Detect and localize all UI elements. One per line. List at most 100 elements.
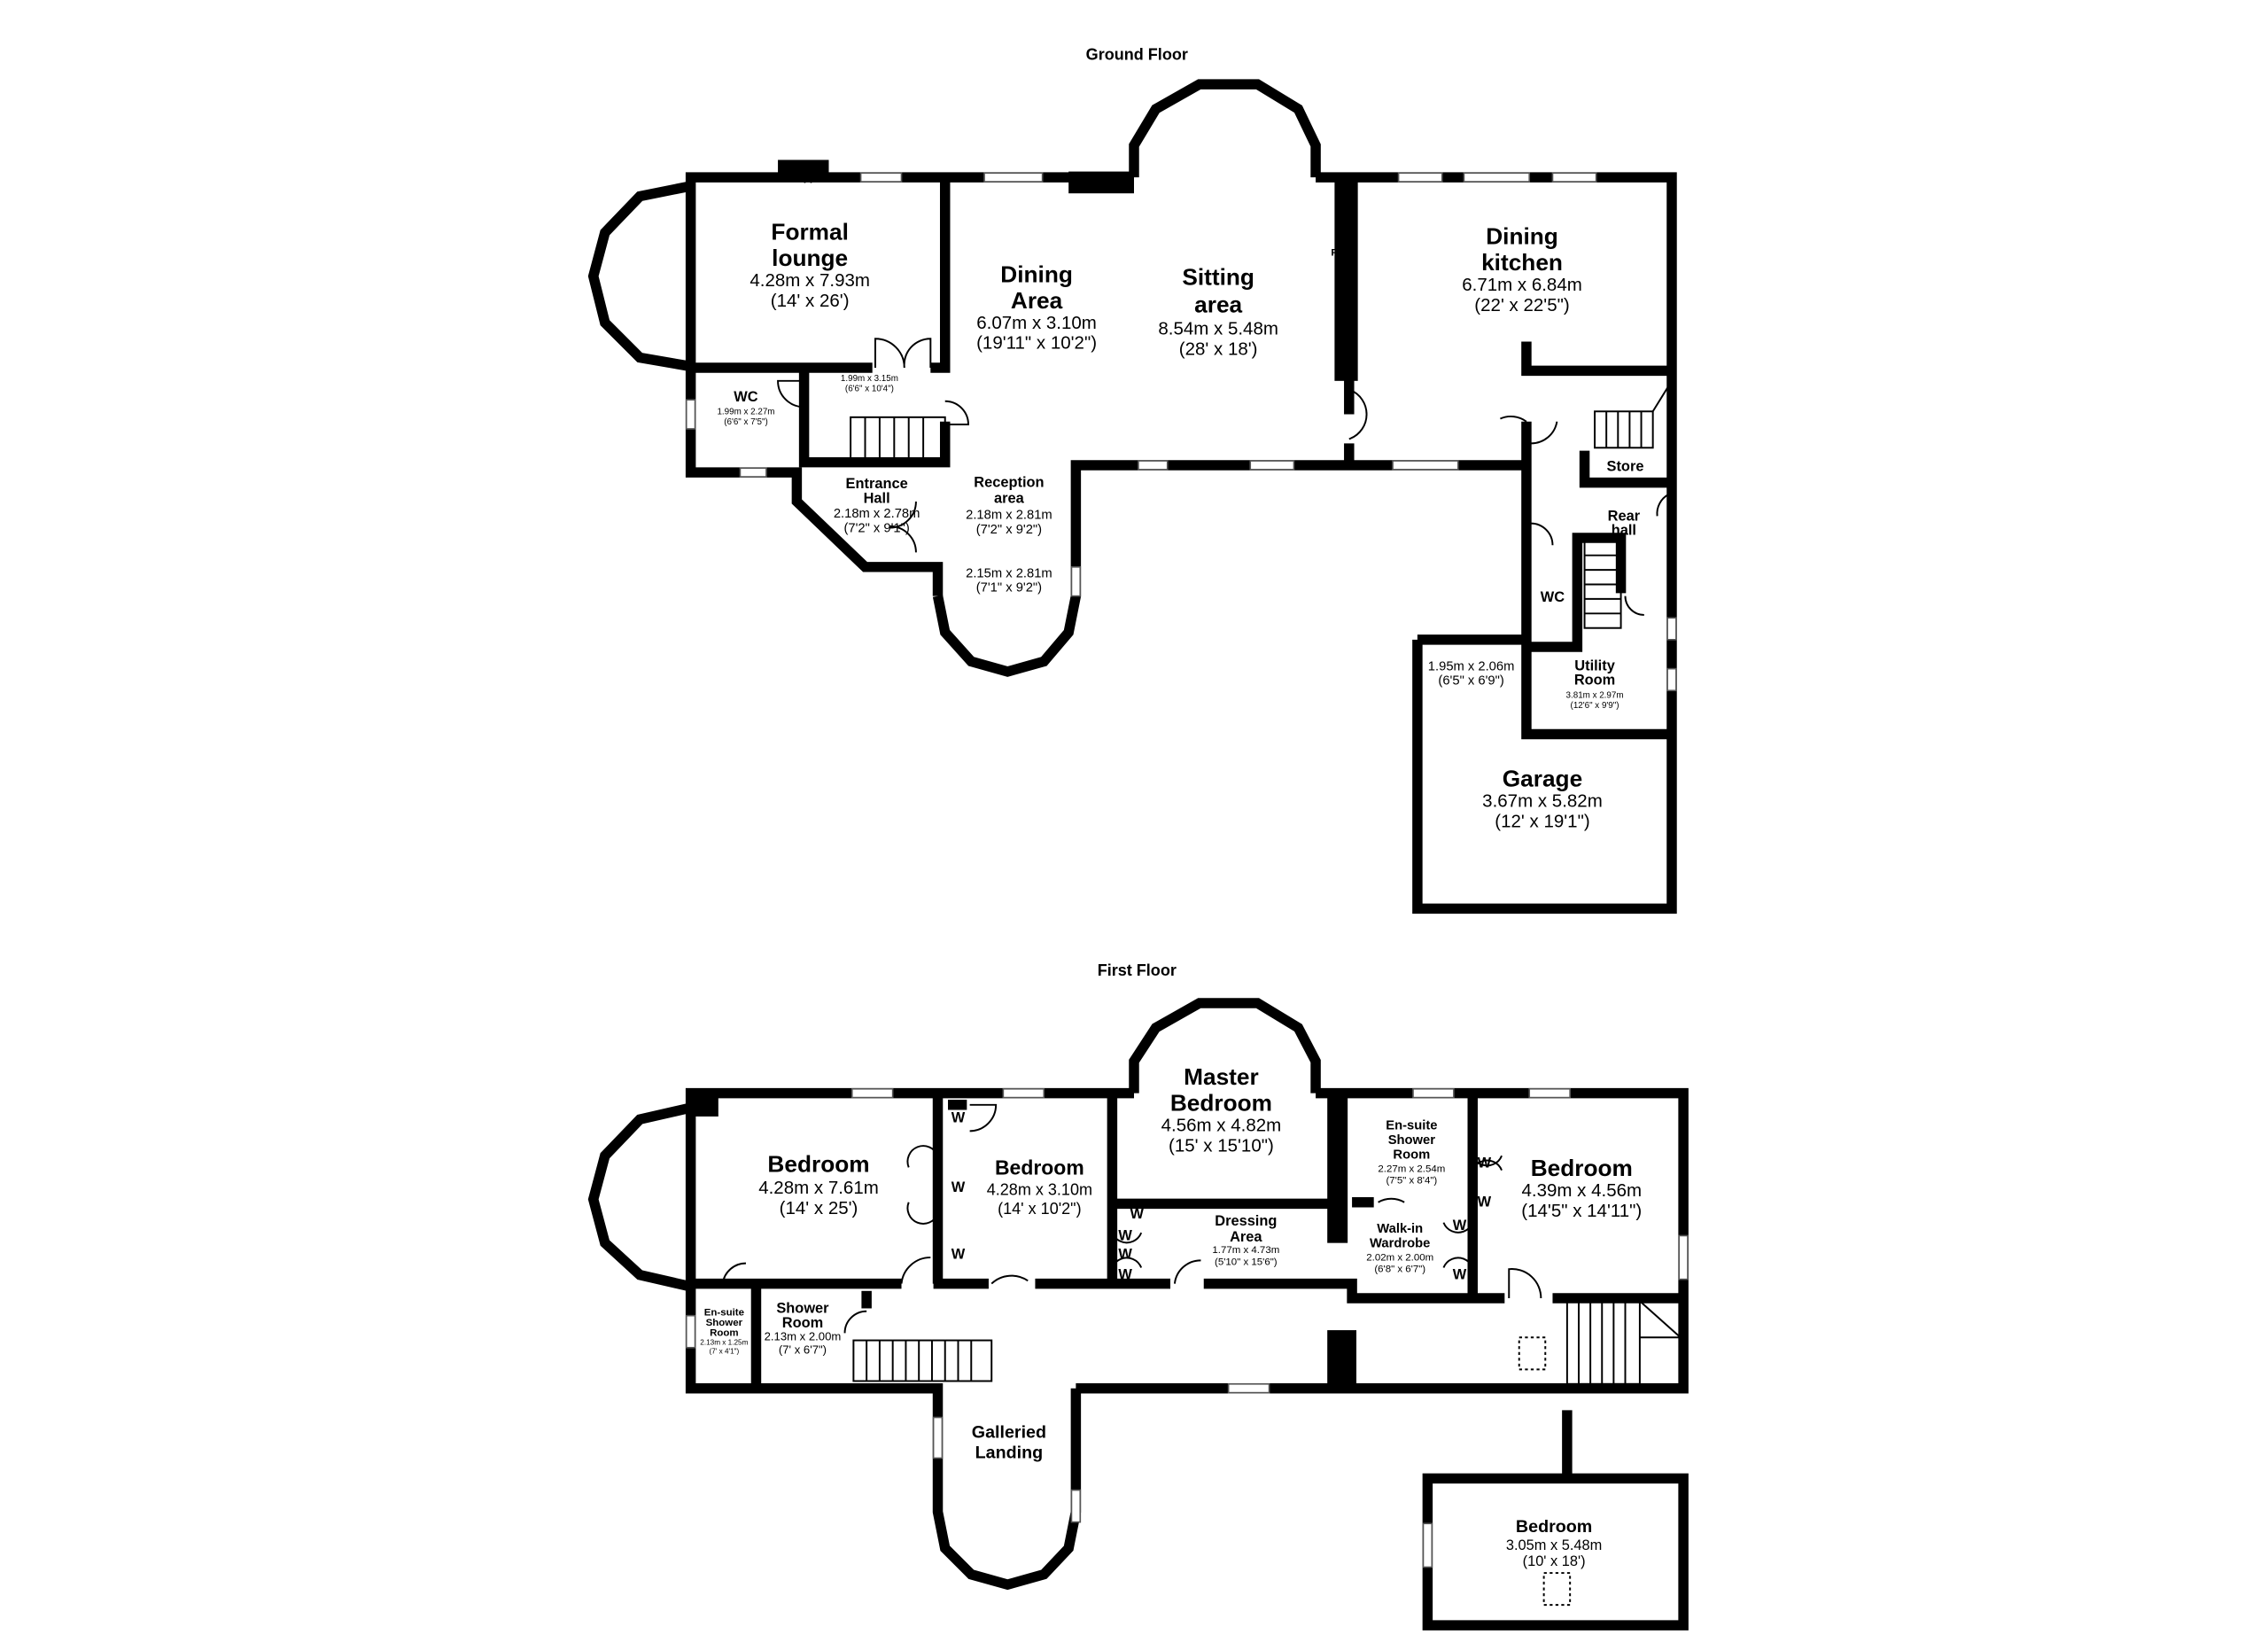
ground-floor-title: Ground Floor: [1086, 45, 1188, 63]
room-name: WC: [734, 389, 757, 405]
room-dimensions-imperial: (7' x 6'7"): [779, 1343, 827, 1356]
window: [685, 399, 696, 430]
room-dimensions-imperial: (14' x 25'): [780, 1198, 858, 1218]
chimney-breast: [1334, 177, 1358, 381]
room-garage-store: 1.95m x 2.06m (6'5" x 6'9"): [1428, 659, 1515, 688]
room-name: Area: [1011, 287, 1063, 314]
room-name: Bedroom: [1170, 1089, 1272, 1116]
room-name: Shower: [706, 1318, 743, 1328]
room-dimensions-metric: 6.07m x 3.10m: [976, 313, 1097, 333]
wall: [1579, 450, 1669, 488]
room-dimensions-imperial: (14' x 26'): [771, 291, 850, 311]
window: [850, 1087, 894, 1099]
room-dimensions-metric: 4.28m x 3.10m: [987, 1181, 1092, 1199]
room-dimensions-imperial: (15' x 15'10"): [1169, 1135, 1274, 1156]
room-name: En-suite: [1386, 1119, 1437, 1133]
window: [1392, 460, 1459, 471]
room-master-bedroom: Master Bedroom 4.56m x 4.82m (15' x 15'1…: [1161, 1063, 1282, 1156]
room-dimensions-imperial: (7'2" x 9'2"): [976, 523, 1042, 537]
room-name: Garage: [1503, 766, 1582, 792]
bay-window-bedroom: [587, 1102, 692, 1292]
window: [1070, 1489, 1082, 1523]
room-dimensions-imperial: (7'2" x 9'1"): [843, 521, 909, 535]
room-dimensions-metric: 6.71m x 6.84m: [1462, 275, 1582, 295]
room-name: Room: [1393, 1148, 1430, 1163]
window: [1002, 1087, 1045, 1099]
room-dimensions-metric: 4.28m x 7.93m: [750, 270, 870, 291]
room-hall-space: 1.99m x 3.15m (6'6" x 10'4"): [841, 374, 898, 393]
room-dimensions-metric: 3.67m x 5.82m: [1482, 790, 1603, 811]
room-dimensions-imperial: (7' x 4'1"): [709, 1347, 739, 1355]
room-utility-room: Utility Room 3.81m x 2.97m (12'6" x 9'9"…: [1566, 658, 1624, 711]
chimney-breast: [778, 160, 829, 181]
french-doors: [1463, 172, 1531, 183]
room-dimensions-imperial: (12'6" x 9'9"): [1571, 701, 1619, 711]
room-dimensions-metric: 2.18m x 2.81m: [966, 509, 1052, 523]
room-dimensions-imperial: (5'10" x 15'6"): [1215, 1257, 1278, 1267]
room-dimensions-metric: 1.99m x 2.27m: [717, 408, 774, 417]
room-galleried-landing: Galleried Landing: [972, 1422, 1046, 1462]
room-formal-lounge: Formal lounge 4.28m x 7.93m (14' x 26'): [750, 219, 870, 311]
room-name: Shower: [1388, 1133, 1436, 1148]
wall: [685, 1087, 1134, 1287]
wardrobe-label: W: [1478, 1195, 1492, 1210]
wall: [930, 177, 951, 373]
room-rear-hall: Rear hall: [1608, 508, 1641, 538]
window: [1678, 1234, 1689, 1280]
room-store: Store: [1607, 459, 1644, 475]
room-dimensions-imperial: (14'5" x 14'11"): [1521, 1201, 1642, 1221]
fireplace-label: FP: [1331, 248, 1344, 259]
window: [739, 467, 767, 478]
window: [1422, 1522, 1433, 1568]
room-name: Room: [1574, 673, 1615, 689]
room-dimensions-metric: 2.27m x 2.54m: [1378, 1164, 1445, 1174]
wardrobe-label: W: [1118, 1267, 1132, 1283]
window: [859, 172, 903, 183]
room-dimensions-metric: 4.28m x 7.61m: [758, 1178, 879, 1198]
room-name: Walk-in: [1377, 1222, 1423, 1236]
ground-floor-plan: Ground Floor: [587, 45, 1677, 915]
room-ensuite-small: En-suite Shower Room 2.13m x 1.25m (7' x…: [700, 1308, 748, 1356]
window: [1551, 172, 1597, 183]
room-rear-wc: WC: [1541, 589, 1565, 605]
wall: [1521, 341, 1672, 377]
window: [1666, 617, 1677, 641]
room-name: Formal: [771, 219, 848, 245]
first-floor-title: First Floor: [1098, 961, 1177, 979]
room-name: Shower: [776, 1300, 829, 1316]
room-dimensions-metric: 2.15m x 2.81m: [966, 566, 1052, 580]
room-name: Wardrobe: [1370, 1237, 1430, 1251]
window: [1528, 1087, 1571, 1099]
room-dimensions-imperial: (10' x 18'): [1523, 1553, 1586, 1569]
room-dining-area: Dining Area 6.07m x 3.10m (19'11" x 10'2…: [976, 261, 1097, 353]
room-garage: Garage 3.67m x 5.82m (12' x 19'1"): [1482, 766, 1603, 832]
room-dimensions-metric: 1.77m x 4.73m: [1212, 1245, 1279, 1256]
staircase: [852, 1300, 1682, 1385]
room-dimensions-metric: 4.56m x 4.82m: [1161, 1115, 1282, 1135]
room-dimensions-metric: 2.02m x 2.00m: [1366, 1252, 1433, 1263]
room-wc: WC 1.99m x 2.27m (6'6" x 7'5"): [717, 389, 774, 427]
doors: [721, 1103, 1542, 1334]
staircase: [850, 380, 1673, 629]
room-name: lounge: [772, 245, 848, 271]
room-reception-area: Reception area 2.18m x 2.81m (7'2" x 9'2…: [966, 475, 1052, 595]
room-name: Landing: [975, 1443, 1043, 1462]
room-name: Sitting: [1182, 264, 1254, 291]
room-dimensions-metric: 3.81m x 2.97m: [1566, 690, 1624, 700]
room-dimensions-metric: 3.05m x 5.48m: [1506, 1537, 1602, 1553]
room-name: Dressing: [1215, 1213, 1277, 1229]
wardrobe-label: W: [1478, 1155, 1492, 1171]
room-walk-in-wardrobe: Walk-in Wardrobe 2.02m x 2.00m (6'8" x 6…: [1366, 1222, 1433, 1274]
room-dimensions-metric: 4.39m x 4.56m: [1521, 1180, 1642, 1201]
window: [1227, 1382, 1270, 1394]
bay-window-reception: [932, 460, 1526, 677]
room-name: En-suite: [704, 1308, 744, 1319]
room-name: Bedroom: [995, 1156, 1084, 1179]
wardrobe-label: W: [951, 1109, 966, 1125]
room-dining-kitchen: Dining kitchen 6.71m x 6.84m (22' x 22'5…: [1462, 223, 1582, 315]
room-dimensions-metric: 1.95m x 2.06m: [1428, 659, 1515, 673]
bay-window-lounge: [587, 181, 692, 372]
room-dimensions-imperial: (28' x 18'): [1179, 339, 1258, 359]
room-dimensions-imperial: (6'6" x 7'5"): [724, 417, 768, 427]
